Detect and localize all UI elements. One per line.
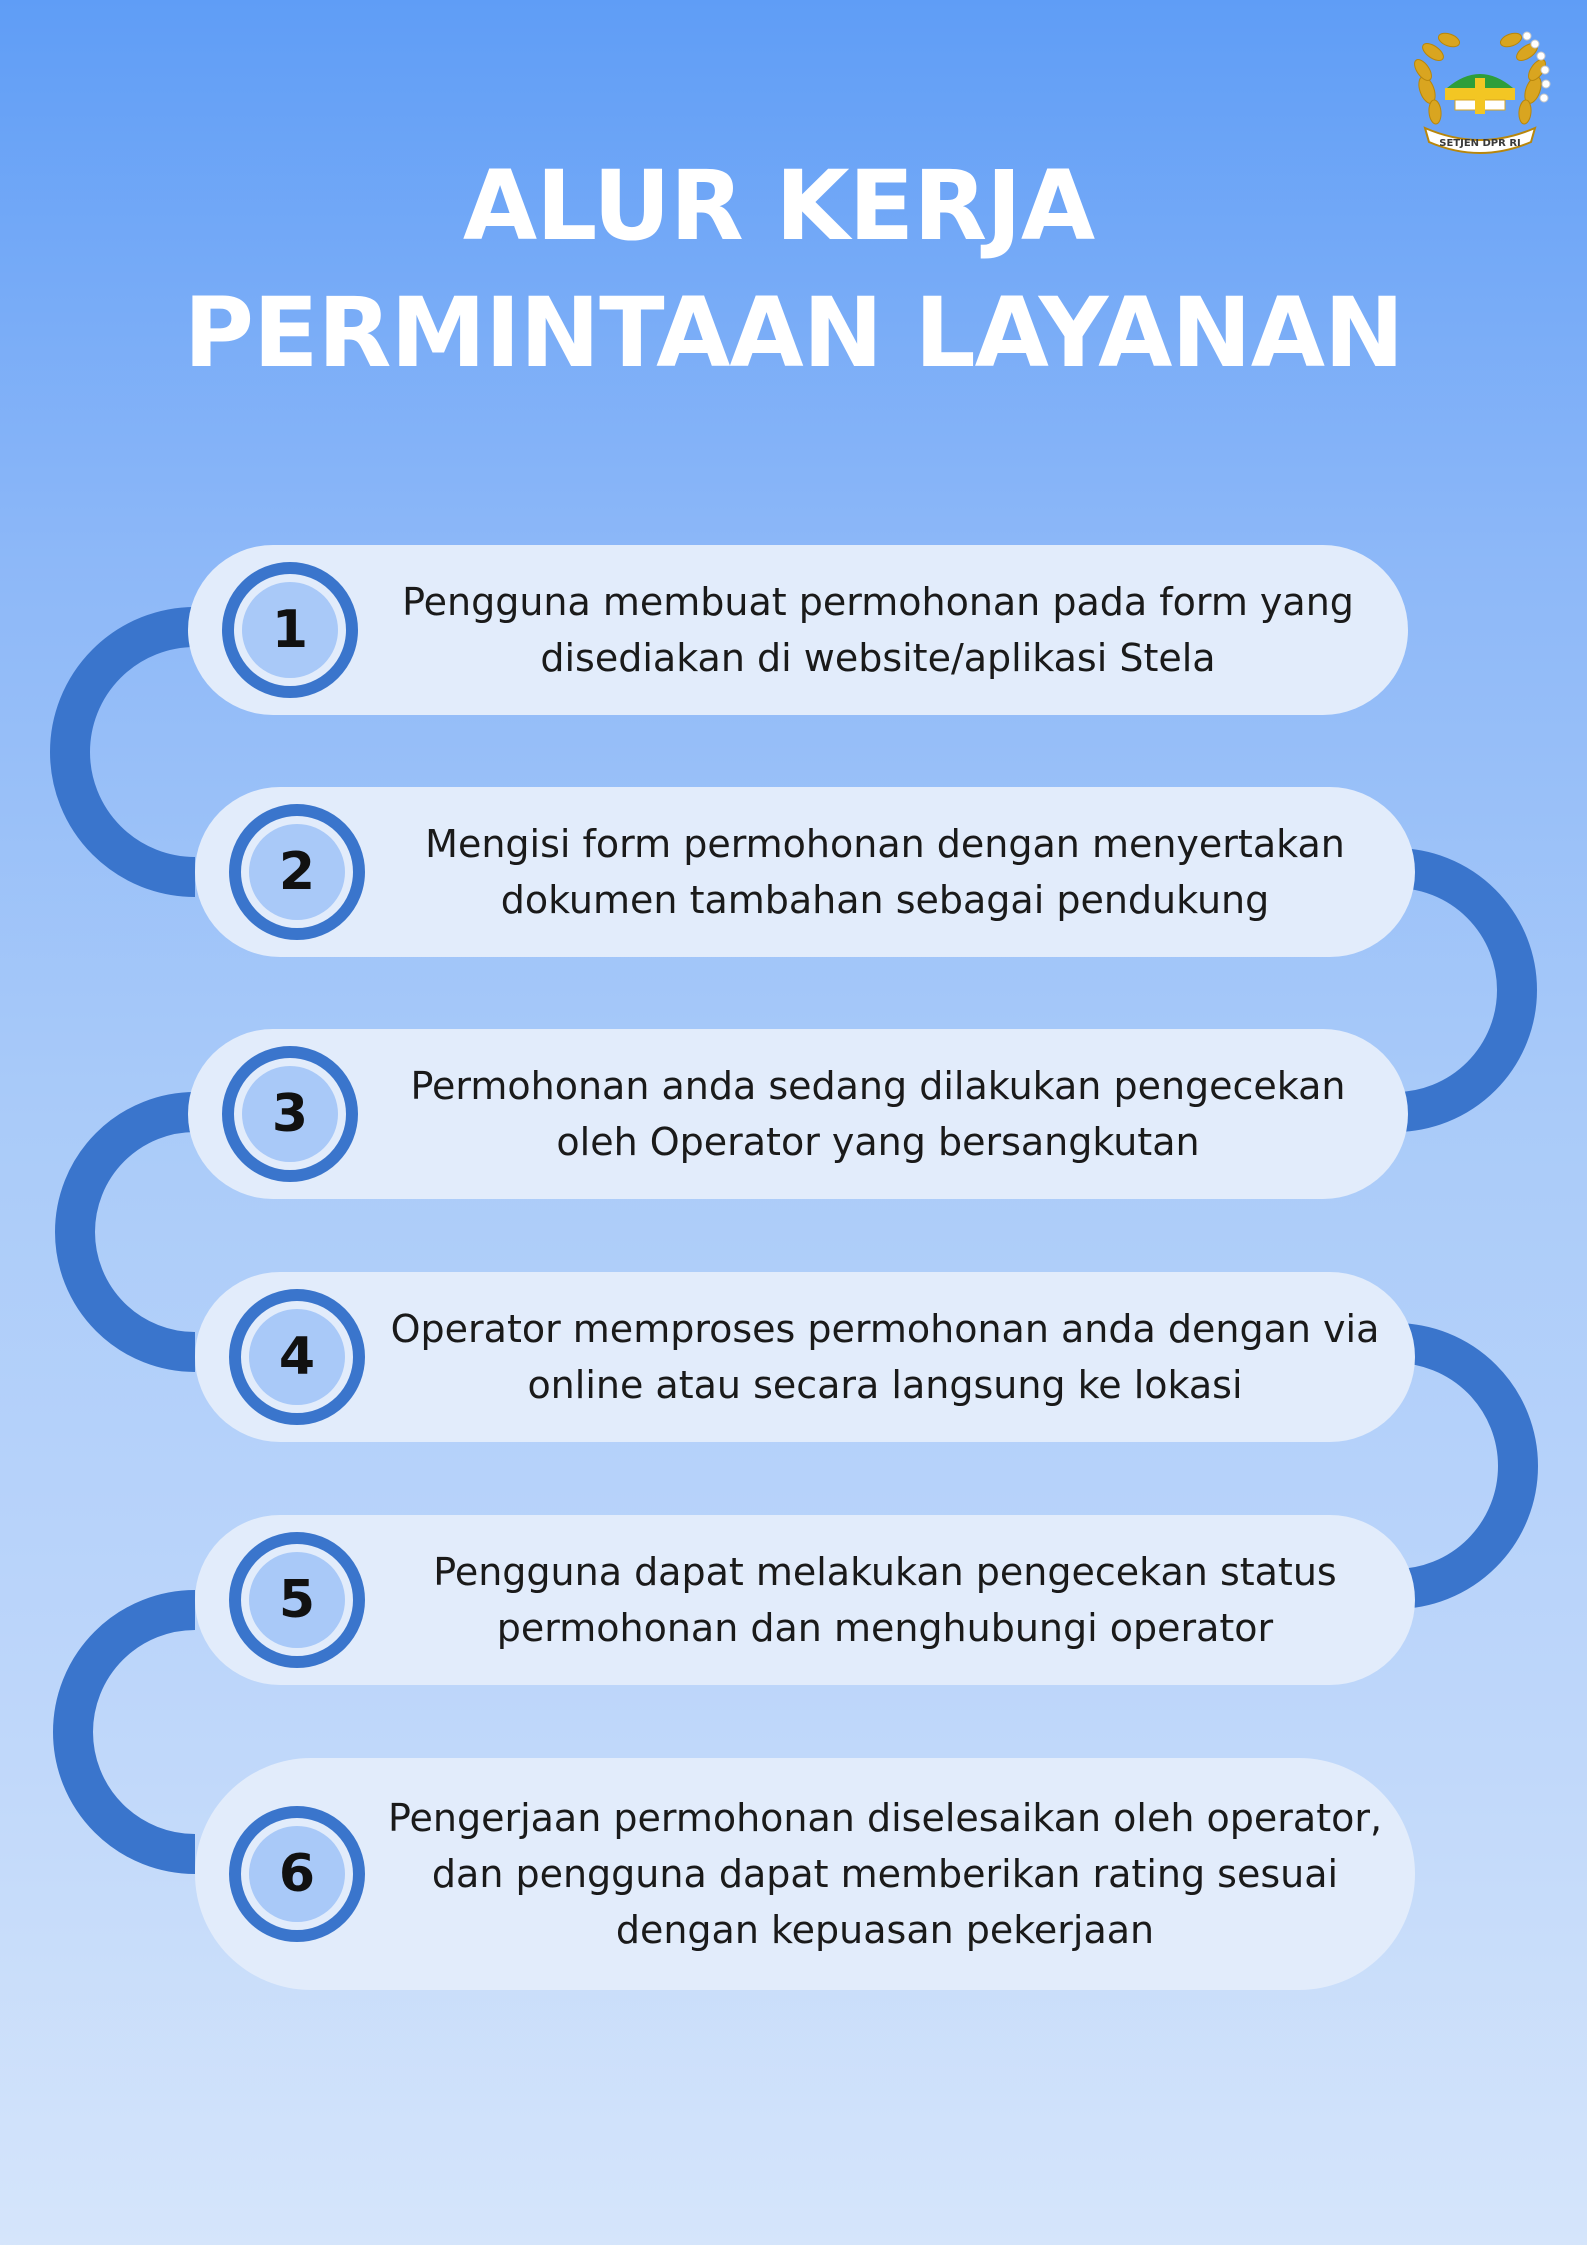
connector-4-5	[1394, 1323, 1538, 1609]
step-number: 2	[249, 824, 345, 920]
connector-5-6	[53, 1590, 196, 1874]
step-card-6: 6 Pengerjaan permohonan diselesaikan ole…	[195, 1758, 1415, 1990]
step-card-3: 3 Permohonan anda sedang dilakukan penge…	[188, 1029, 1408, 1199]
step-number-badge: 3	[222, 1046, 358, 1182]
step-number-badge: 4	[229, 1289, 365, 1425]
step-description: Permohonan anda sedang dilakukan pengece…	[410, 1064, 1346, 1164]
page-title-line2: PERMINTAAN LAYANAN	[183, 277, 1405, 389]
step-number: 3	[242, 1066, 338, 1162]
step-description: Pengerjaan permohonan diselesaikan oleh …	[387, 1796, 1383, 1952]
svg-text:SETJEN DPR RI: SETJEN DPR RI	[1439, 138, 1521, 149]
step-number: 6	[249, 1826, 345, 1922]
connector-1-2	[50, 607, 196, 897]
step-number-badge: 6	[229, 1806, 365, 1942]
connector-3-4	[55, 1092, 196, 1372]
step-card-5: 5 Pengguna dapat melakukan pengecekan st…	[195, 1515, 1415, 1685]
step-description: Operator memproses permohonan anda denga…	[390, 1307, 1380, 1407]
page-title-line1: ALUR KERJA	[462, 150, 1095, 262]
step-number-badge: 5	[229, 1532, 365, 1668]
connector-2-3	[1394, 848, 1537, 1132]
step-number-badge: 2	[229, 804, 365, 940]
step-card-1: 1 Pengguna membuat permohonan pada form …	[188, 545, 1408, 715]
step-number-badge: 1	[222, 562, 358, 698]
step-description: Pengguna membuat permohonan pada form ya…	[402, 580, 1354, 680]
step-number: 1	[242, 582, 338, 678]
step-description: Mengisi form permohonan dengan menyertak…	[425, 822, 1345, 922]
step-number: 4	[249, 1309, 345, 1405]
step-description: Pengguna dapat melakukan pengecekan stat…	[433, 1550, 1337, 1650]
step-card-2: 2 Mengisi form permohonan dengan menyert…	[195, 787, 1415, 957]
setjen-dpr-logo: SETJEN DPR RI	[1405, 20, 1555, 170]
step-number: 5	[249, 1552, 345, 1648]
step-card-4: 4 Operator memproses permohonan anda den…	[195, 1272, 1415, 1442]
